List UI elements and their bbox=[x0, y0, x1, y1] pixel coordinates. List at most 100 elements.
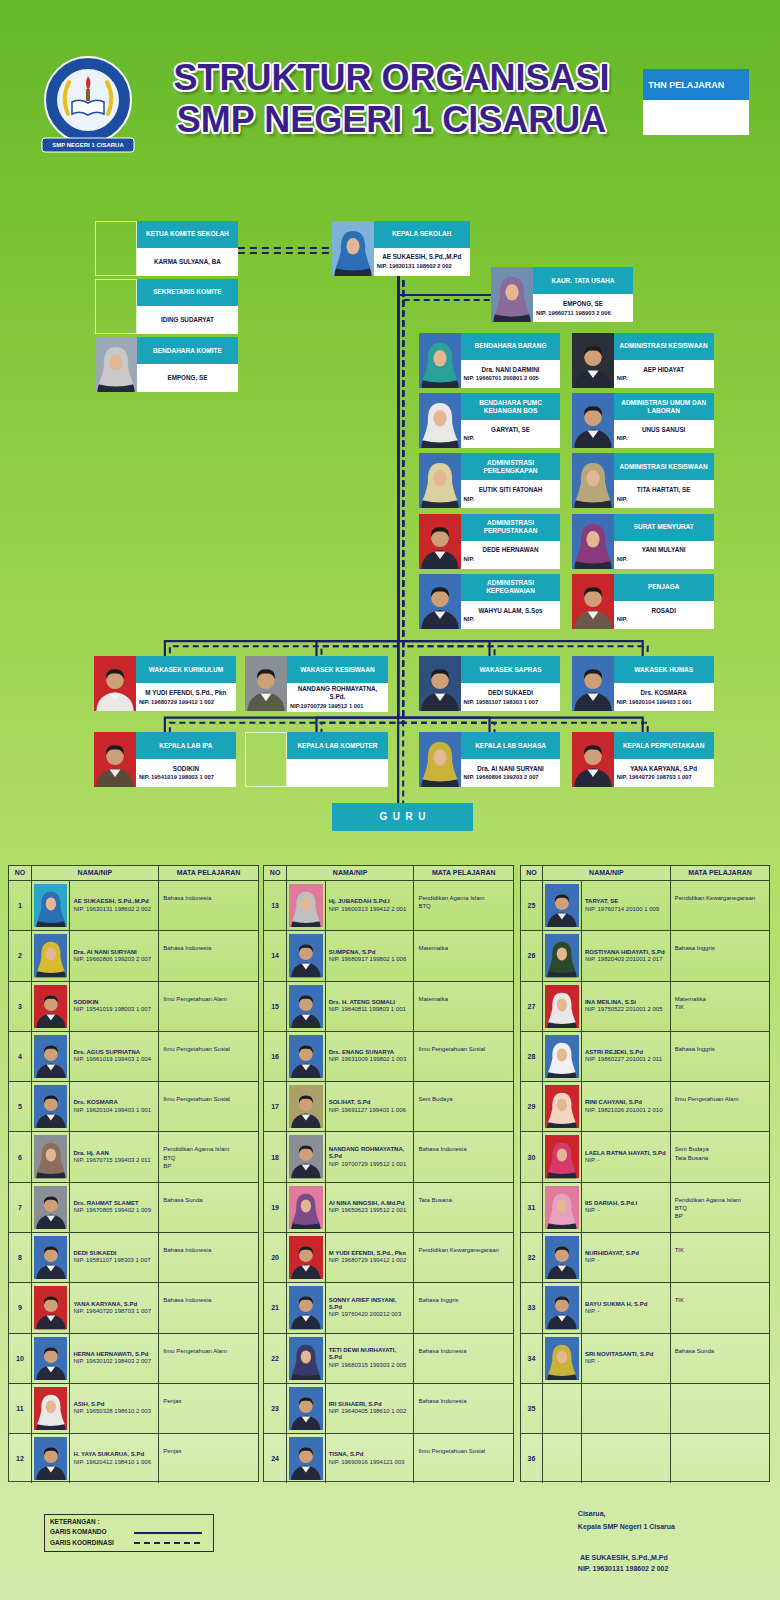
subject-name: Ilmu Pengetahuan Sosial bbox=[418, 1447, 510, 1455]
photo-background bbox=[289, 1236, 323, 1279]
name-cell: AI NINA NINGSIH, A.Md.PdNIP. 19650623 19… bbox=[326, 1183, 415, 1232]
position-header: ADMINISTRASI PERLENGKAPAN bbox=[461, 453, 561, 480]
header-cell: MATA PELAJARAN bbox=[159, 866, 258, 880]
position-title: ADMINISTRASI KEPEGAWAIAN bbox=[464, 579, 558, 595]
photo-hair bbox=[106, 745, 124, 755]
teacher-row: 34SRI NOVITASANTI, S.PdNIP. -Bahasa Sund… bbox=[521, 1333, 770, 1383]
photo-veil bbox=[37, 1395, 65, 1426]
teacher-nip: NIP. 19620412 198410 1 006 bbox=[73, 1459, 155, 1467]
logo-ring bbox=[45, 57, 131, 143]
photo-hair bbox=[299, 1297, 313, 1305]
photo-veil bbox=[548, 1344, 576, 1375]
photo-cell bbox=[32, 881, 71, 930]
portrait-photo bbox=[34, 1035, 68, 1078]
photo-collar bbox=[434, 611, 445, 619]
teacher-row: 11ASIH, S.PdNIP. 19650328 198610 2 003Pe… bbox=[9, 1383, 258, 1433]
photo-frame bbox=[491, 267, 533, 322]
subject-name: Bahasa Inggris bbox=[418, 1296, 510, 1304]
person-name: DEDE HERNAWAN bbox=[464, 546, 558, 554]
photo-hair bbox=[299, 1447, 313, 1455]
position-header: ADMINISTRASI UMUM DAN LABORAN bbox=[614, 393, 714, 420]
subject-name: Bahasa Inggris bbox=[675, 1045, 767, 1053]
photo-cell bbox=[287, 1032, 326, 1081]
header-cell: MATA PELAJARAN bbox=[671, 866, 770, 880]
text-column: ADMINISTRASI UMUM DAN LABORANUNUS SANUSI… bbox=[614, 393, 714, 448]
text-column: BENDAHARA BARANGDra. NANI DARMININIP. 19… bbox=[461, 333, 561, 388]
photo-face bbox=[301, 1199, 311, 1212]
photo-collar bbox=[301, 1064, 310, 1070]
portrait-photo bbox=[491, 267, 533, 322]
nip-number: NIP. 19660806 199203 2 007 bbox=[464, 774, 558, 781]
name-cell: Dra. AI NANI SURYANINIP. 19660806 199203… bbox=[70, 931, 159, 980]
person-name: IDING SUDARYAT bbox=[140, 316, 235, 324]
number-cell: 11 bbox=[9, 1384, 31, 1433]
photo-body bbox=[247, 693, 284, 712]
teacher-name: Drs. RAHMAT SLAMET bbox=[73, 1200, 155, 1207]
position-box: BENDAHARA PUMC KEUANGAN BOSGARYATI, SENI… bbox=[419, 393, 561, 448]
name-cell: H. YAYA SUKARUA, S.PdNIP. 19620412 19841… bbox=[70, 1434, 159, 1483]
coordination-line bbox=[238, 248, 332, 253]
chart-title: STRUKTUR ORGANISASI SMP NEGERI 1 CISARUA bbox=[152, 57, 631, 141]
name-cell: BAYU SUKMA H, S.PdNIP. - bbox=[582, 1283, 671, 1332]
photo-cell bbox=[32, 1434, 71, 1483]
position-box: KETUA KOMITE SEKOLAHKARMA SULYANA, BA bbox=[95, 221, 238, 276]
portrait-photo bbox=[34, 1085, 68, 1128]
header-cell: NO bbox=[521, 866, 543, 880]
teacher-name: SUMPENA, S.Pd bbox=[329, 949, 411, 956]
portrait-photo bbox=[34, 1337, 68, 1380]
name-cell: IRI SUHAERI, S.PdNIP. 19640405 198610 1 … bbox=[326, 1384, 415, 1433]
portrait-photo bbox=[572, 574, 614, 629]
teacher-row: 36 bbox=[521, 1433, 770, 1483]
logo-book bbox=[72, 100, 104, 115]
row-number: 33 bbox=[527, 1304, 535, 1311]
number-cell: 9 bbox=[9, 1283, 31, 1332]
portrait-photo bbox=[34, 985, 68, 1028]
photo-hair bbox=[43, 1045, 57, 1053]
position-header: KEPALA PERPUSTAKAAN bbox=[614, 732, 714, 759]
subject-name: Pendidikan Kewarganegaraan bbox=[675, 894, 767, 902]
photo-veil bbox=[98, 347, 133, 387]
teacher-row: 17SOLIHAT, S.PdNIP. 19691127 199403 1 00… bbox=[264, 1081, 513, 1131]
teacher-name: TETI DEWI NURHAYATI, S.Pd bbox=[329, 1347, 411, 1361]
photo-cell bbox=[287, 982, 326, 1031]
photo-body bbox=[574, 369, 611, 388]
row-number: 24 bbox=[271, 1455, 279, 1462]
position-header: KAUR. TATA USAHA bbox=[533, 267, 633, 294]
portrait-photo bbox=[289, 985, 323, 1028]
person-name: AE SUKAESIH, S.Pd.,M.Pd bbox=[377, 253, 467, 261]
school-year-box: THN PELAJARAN bbox=[643, 69, 749, 135]
text-column: KEPALA LAB BAHASADra. AI NANI SURYANINIP… bbox=[461, 732, 561, 787]
nip-number: NIP. bbox=[617, 556, 711, 563]
header-cell: NAMA/NIP bbox=[32, 866, 160, 880]
portrait-photo bbox=[545, 1135, 579, 1178]
number-cell: 21 bbox=[264, 1283, 286, 1332]
table-header-row: NONAMA/NIPMATA PELAJARAN bbox=[9, 866, 258, 880]
name-cell: SUMPENA, S.PdNIP. 19680917 199802 1 006 bbox=[326, 931, 415, 980]
nip-number: NIP. bbox=[617, 616, 711, 623]
text-column: KETUA KOMITE SEKOLAHKARMA SULYANA, BA bbox=[137, 221, 238, 276]
portrait-photo bbox=[95, 337, 137, 392]
teacher-name: IRI SUHAERI, S.Pd bbox=[329, 1401, 411, 1408]
portrait-photo bbox=[572, 732, 614, 787]
photo-hair bbox=[257, 670, 275, 680]
photo-cell bbox=[543, 1233, 582, 1282]
position-box: WAKASEK KURIKULUMM YUDI EFENDI, S.Pd., P… bbox=[94, 656, 236, 711]
portrait-photo bbox=[289, 1035, 323, 1078]
portrait-photo bbox=[289, 1186, 323, 1229]
name-cell: M YUDI EFENDI, S.Pd., PknNIP. 19680729 1… bbox=[326, 1233, 415, 1282]
photo-cell bbox=[287, 1384, 326, 1433]
photo-background bbox=[245, 656, 287, 711]
photo-face bbox=[109, 354, 122, 371]
photo-frame bbox=[419, 656, 461, 711]
legend-row: GARIS KOORDINASI bbox=[50, 1539, 208, 1547]
subject-name: Matematka bbox=[418, 995, 510, 1003]
subject-cell: Pendidikan Agama IslamBTQ bbox=[414, 881, 513, 930]
subject-name: Seni Budaya bbox=[418, 1095, 510, 1103]
row-number: 11 bbox=[16, 1405, 23, 1412]
photo-frame bbox=[572, 514, 614, 569]
nip-number: NIP. 19660711 198903 2 006 bbox=[536, 310, 630, 317]
portrait-photo bbox=[419, 393, 461, 448]
teacher-table: NONAMA/NIPMATA PELAJARAN25TARYAT, SENIP.… bbox=[520, 865, 771, 1483]
text-column: BENDAHARA KOMITEEMPONG, SE bbox=[137, 337, 238, 392]
name-cell: Dra. Hj. AANNIP. 19670715 199403 2 011 bbox=[70, 1132, 159, 1181]
